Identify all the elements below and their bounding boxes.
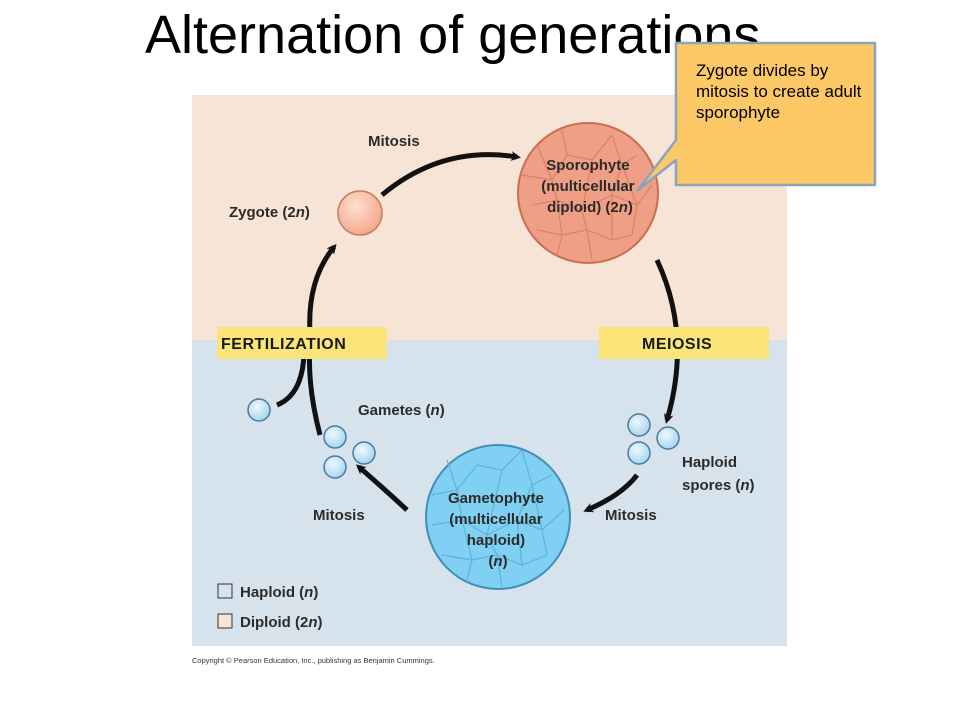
haploid-spores-label: Haploid spores (n) (682, 454, 755, 494)
spore-cell (627, 413, 651, 437)
gamete-cell (323, 455, 347, 479)
copyright-notice: Copyright © Pearson Education, Inc., pub… (192, 656, 435, 665)
mitosis-arrow-top (380, 151, 521, 197)
spore-cell (627, 441, 651, 465)
gametophyte-label: Gametophyte (multicellular haploid) (n) (448, 490, 548, 570)
callout-text: Zygote divides by mitosis to create adul… (696, 61, 862, 122)
legend-haploid-label: Haploid (n) (240, 584, 318, 601)
mitosis-arrow-left (355, 464, 409, 512)
mitosis-arrow-right (583, 473, 639, 513)
legend-haploid-swatch (217, 583, 233, 599)
meiosis-label: MEIOSIS (642, 336, 712, 353)
gametophyte-cell (425, 444, 571, 590)
slide-title: Alternation of generations (145, 5, 761, 65)
gamete-cell (247, 398, 271, 422)
spore-cell (656, 426, 680, 450)
fertilization-arrow (307, 243, 337, 334)
sporophyte-label: Sporophyte (multicellular diploid) (2n) (541, 157, 639, 216)
gamete-cell (323, 425, 347, 449)
legend-diploid-label: Diploid (2n) (240, 614, 323, 631)
meiosis-banner (599, 327, 769, 359)
mitosis-left-label: Mitosis (313, 507, 365, 524)
mitosis-right-label: Mitosis (605, 507, 657, 524)
gamete-cell (352, 441, 376, 465)
zygote-label: Zygote (2n) (229, 204, 310, 221)
legend-diploid-swatch (217, 613, 233, 629)
fertilization-label: FERTILIZATION (221, 336, 346, 353)
fertilization-banner (217, 327, 387, 359)
gametes-label: Gametes (n) (358, 402, 445, 419)
zygote-cell (337, 190, 383, 236)
callout-bubble (636, 41, 877, 192)
mitosis-top-label: Mitosis (368, 133, 420, 150)
sporophyte-cell (517, 122, 659, 264)
gamete-curve-lower (275, 354, 307, 408)
